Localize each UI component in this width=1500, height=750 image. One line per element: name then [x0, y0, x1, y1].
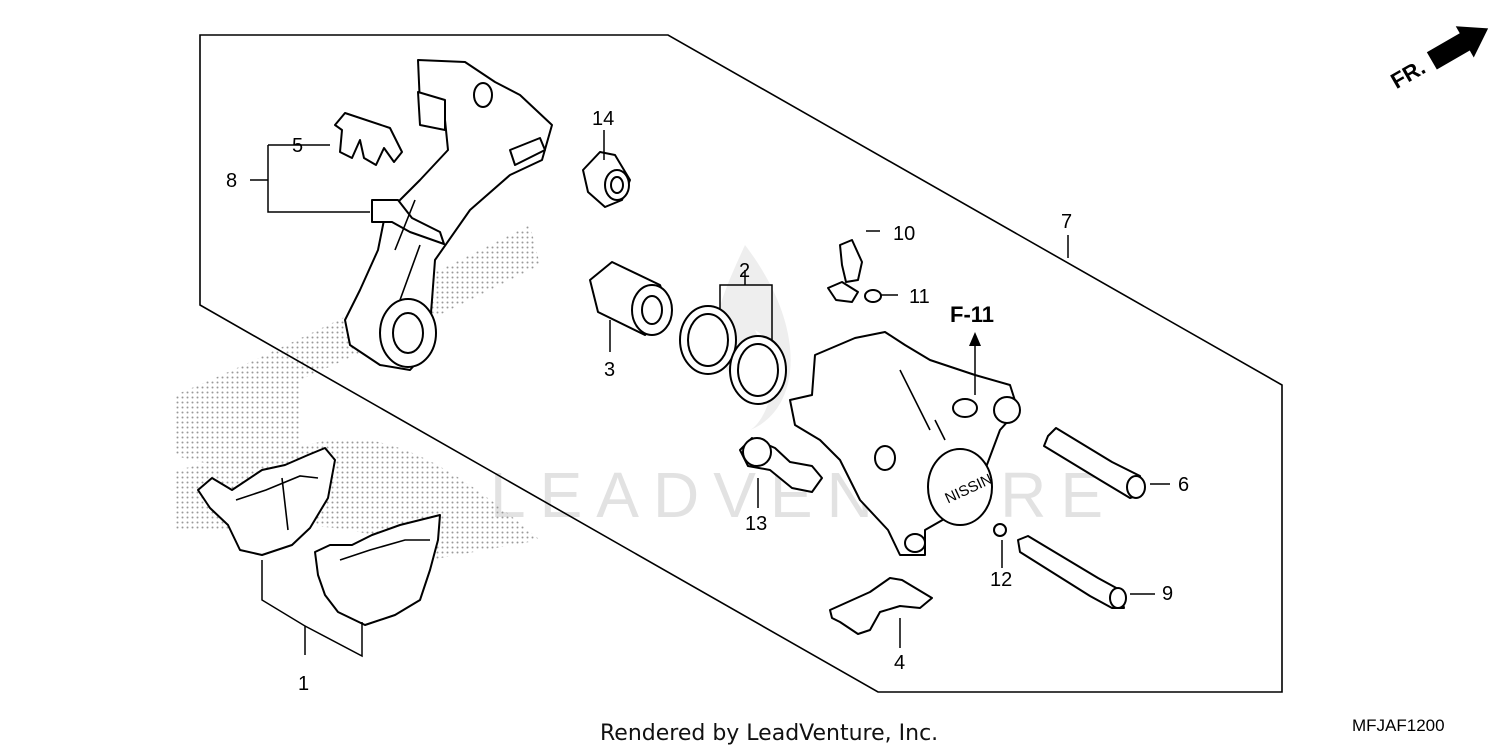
- callout-14: 14: [592, 108, 614, 130]
- arrow-icon: [1426, 26, 1489, 70]
- callout-10: 10: [893, 223, 915, 245]
- pin-boot: [739, 437, 823, 493]
- front-label: FR.: [1386, 54, 1429, 93]
- slide-pin-lower: [1017, 535, 1127, 609]
- leader-lines: [250, 130, 1170, 658]
- callout-3: 3: [604, 359, 615, 381]
- callout-11: 11: [909, 286, 930, 308]
- callout-5: 5: [292, 135, 303, 157]
- boot-seal: [582, 151, 631, 208]
- brake-pads: [197, 447, 441, 626]
- bleeder-cap: [827, 281, 882, 303]
- callout-8: 8: [226, 170, 237, 192]
- diagram-code: MFJAF1200: [1352, 716, 1445, 735]
- washer: [993, 523, 1007, 537]
- footer-credit: Rendered by LeadVenture, Inc.: [600, 721, 938, 746]
- caliper-body: NISSIN: [789, 331, 1021, 556]
- slide-pin-upper: [1043, 427, 1146, 499]
- callout-6: 6: [1178, 474, 1189, 496]
- assembly-outline: [199, 34, 1283, 693]
- callout-9: 9: [1162, 583, 1173, 605]
- callout-2: 2: [739, 260, 750, 282]
- piston-seals: [679, 305, 787, 405]
- bleeder-screw: [839, 239, 863, 283]
- piston: [589, 261, 673, 336]
- pad-retainer-upper: [334, 112, 403, 166]
- callout-12: 12: [990, 569, 1012, 591]
- callout-labels: 1 2 3 4 5 6 7 8 9 10 11 12 13 14: [226, 108, 1189, 695]
- callout-4: 4: [894, 652, 905, 674]
- pad-spring: [829, 577, 933, 635]
- reference-label: F-11: [950, 302, 994, 327]
- callout-7: 7: [1061, 211, 1072, 233]
- callout-13: 13: [745, 513, 767, 535]
- callout-1: 1: [298, 673, 309, 695]
- front-direction-indicator: FR.: [1386, 26, 1489, 94]
- caliper-bracket: [344, 59, 553, 371]
